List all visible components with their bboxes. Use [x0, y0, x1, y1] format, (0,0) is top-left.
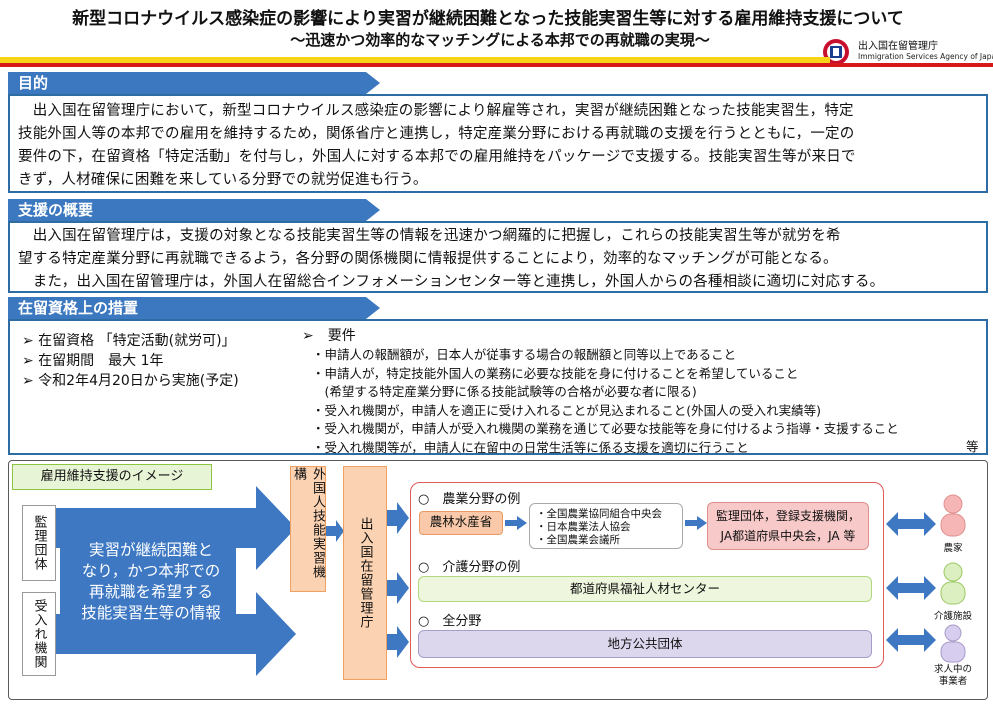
agri-body-item: ・全国農業会議所 — [536, 534, 620, 546]
double-arrow-icon — [886, 576, 936, 600]
care-center-bar: 都道府県福祉人材センター — [418, 576, 872, 602]
isa-box: 出入国在留管理庁 — [343, 466, 387, 680]
purpose-line: きず，人材確保に困難を来している分野での就労促進も行う。 — [18, 172, 428, 188]
agri-bodies-box: ・全国農業協同組合中央会 ・日本農業法人協会 ・全国農業会議所 — [529, 503, 683, 549]
care-label: ○ 介護分野の例 — [418, 560, 521, 575]
overview-line: また，出入国在留管理庁は，外国人在留総合インフォメーションセンター等と連携し，外… — [18, 274, 885, 290]
measure-item: ➢ 在留期間 最大 1年 — [22, 353, 164, 369]
care-facility-label: 介護施設 — [933, 611, 972, 622]
big-arrows — [56, 486, 296, 676]
farmer-person-icon — [940, 494, 966, 537]
page-title: 新型コロナウイルス感染症の影響により実習が継続困難となった技能実習生等に対する雇… — [72, 9, 904, 29]
employer-label-line: 事業者 — [938, 676, 968, 687]
measure-item: ➢ 在留資格 「特定活動(就労可)」 — [22, 333, 236, 349]
header-rule-yellow — [0, 57, 830, 63]
agriculture-label: ○ 農業分野の例 — [418, 492, 521, 507]
fields-frame — [410, 482, 884, 668]
employer-person-icon — [940, 624, 966, 663]
main-arrow-body — [60, 508, 236, 634]
overview-panel: 出入国在留管理庁は，支援の対象となる技能実習生等の情報を迅速かつ網羅的に把握し，… — [8, 221, 988, 293]
agency-name-en: Immigration Services Agency of Japan — [858, 52, 993, 61]
double-arrow-icon — [886, 628, 936, 652]
source-receiving-org: 受入れ機関 — [22, 592, 56, 676]
local-gov-bar: 地方公共団体 — [418, 630, 872, 658]
purpose-line: 出入国在留管理庁において，新型コロナウイルス感染症の影響により解雇等され，実習が… — [18, 103, 854, 119]
agri-partners-box: 監理団体，登録支援機関， JA都道府県中央会，JA 等 — [707, 502, 869, 550]
image-section — [8, 460, 988, 700]
image-tag: 雇用維持支援のイメージ — [12, 464, 212, 490]
isa-to-fields-arrows — [387, 502, 409, 658]
header-rule-red — [0, 63, 993, 67]
agri-body-item: ・日本農業法人協会 — [536, 521, 631, 533]
source-supervising-org: 監理団体 — [22, 505, 56, 581]
maff-arrow-icon — [505, 516, 527, 530]
agri-body-item: ・全国農業協同組合中央会 — [536, 508, 662, 520]
employer-label-line: 求人中の — [933, 664, 972, 675]
all-fields-label: ○ 全分野 — [418, 614, 482, 629]
page-subtitle: ～迅速かつ効率的なマッチングによる本邦での再就職の実現～ — [290, 31, 710, 49]
overview-line: 出入国在留管理庁は，支援の対象となる技能実習生等の情報を迅速かつ網羅的に把握し，… — [18, 228, 841, 244]
requirement-item: ・受入れ機関が，申請人が受入れ機関の業務を通じて必要な技能等を身に付けるよう指導… — [312, 421, 899, 436]
double-arrows — [886, 512, 936, 652]
requirement-item: ・申請人が，特定技能外国人の業務に必要な技能を身に付けることを希望していること — [312, 365, 799, 381]
lower-arrow-shape — [56, 592, 296, 676]
farmer-label: 農家 — [943, 543, 963, 554]
measures-list: ➢ 在留資格 「特定活動(就労可)」 ➢ 在留期間 最大 1年 ➢ 令和2年4月… — [22, 331, 239, 391]
employer-label: 求人中の 事業者 — [928, 664, 978, 688]
bodies-arrow-icon — [685, 516, 707, 530]
big-arrow-text: 実習が継続困難と なり，かつ本邦での 再就職を希望する 技能実習生等の情報 — [62, 540, 240, 624]
requirement-item: (希望する特定産業分野に係る技能試験等の合格が必要な者に限る) — [312, 384, 697, 399]
big-arrow-line: 再就職を希望する — [88, 583, 213, 601]
maff-box: 農林水産省 — [419, 511, 503, 535]
purpose-heading: 目的 — [8, 72, 380, 94]
care-facility-person-icon — [940, 562, 966, 605]
big-arrow-line: なり，かつ本邦での — [81, 562, 221, 580]
requirements-heading: ➢ 要件 — [302, 328, 356, 344]
overview-line: 望する特定産業分野に再就職できるよう，各分野の関係機関に情報提供することにより，… — [18, 251, 838, 267]
double-arrow-icon — [886, 512, 936, 536]
agency-name-ja: 出入国在留管理庁 — [858, 41, 938, 52]
agri-partner-line: 監理団体，登録支援機関， — [715, 509, 860, 523]
requirement-item: ・申請人の報酬額が，日本人が従事する場合の報酬額と同等以上であること — [312, 347, 737, 362]
requirement-item: ・受入れ機関等が，申請人に在留中の日常生活等に係る支援を適切に行うこと — [312, 439, 749, 455]
otit-box: 外国人技能実習機構 — [290, 466, 326, 592]
measure-item: ➢ 令和2年4月20日から実施(予定) — [22, 373, 239, 389]
measures-panel: ➢ 在留資格 「特定活動(就労可)」 ➢ 在留期間 最大 1年 ➢ 令和2年4月… — [8, 319, 988, 455]
purpose-line: 要件の下，在留資格「特定活動」を付与し，外国人に対する本邦での雇用維持をパッケー… — [18, 149, 856, 165]
big-arrow-line: 実習が継続困難と — [88, 541, 213, 559]
requirement-item: ・受入れ機関が，申請人を適正に受け入れることが見込まれること(外国人の受入れ実績… — [312, 402, 822, 418]
requirements-tail: 等 — [966, 439, 979, 454]
overview-heading: 支援の概要 — [8, 199, 380, 221]
purpose-panel: 出入国在留管理庁において，新型コロナウイルス感染症の影響により解雇等され，実習が… — [8, 94, 988, 193]
big-arrow-line: 技能実習生等の情報 — [81, 604, 221, 622]
requirements-list: ・申請人の報酬額が，日本人が従事する場合の報酬額と同等以上であること ・申請人が… — [312, 346, 899, 457]
purpose-line: 技能外国人等の本邦での雇用を維持するため，関係省庁と連携し，特定産業分野における… — [18, 126, 855, 142]
agri-partner-line: JA都道府県中央会，JA 等 — [720, 529, 856, 543]
otit-to-isa-arrow-icon — [326, 520, 344, 542]
measures-heading: 在留資格上の措置 — [8, 297, 380, 319]
